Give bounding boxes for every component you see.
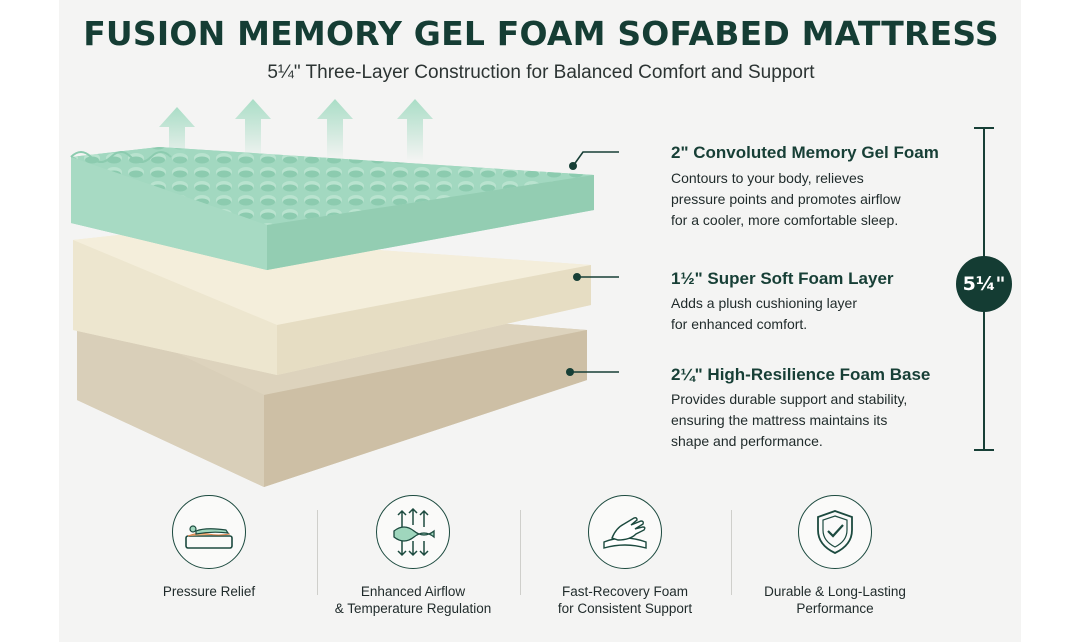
feature-divider: [731, 510, 732, 595]
layer-1-label: 2" Convoluted Memory Gel Foam: [671, 143, 939, 162]
callout-leaders: [566, 151, 619, 376]
layer-1-description: Contours to your body, relieves pressure…: [671, 170, 901, 228]
product-infographic: FUSION MEMORY GEL FOAM SOFABED MATTRESS …: [59, 0, 1021, 642]
airflow-arrows: [159, 99, 433, 165]
feature-fast-recovery: Fast-Recovery Foam for Consistent Suppor…: [525, 495, 725, 617]
feature-row: Pressure Relief Enhanced Airflow &: [59, 495, 1021, 625]
layer-3-label: 2¼" High-Resilience Foam Base: [671, 365, 931, 384]
layer-3-description: Provides durable support and stability, …: [671, 391, 908, 449]
soft-foam-layer: [73, 233, 591, 375]
gel-foam-layer: [70, 147, 594, 270]
page-title: FUSION MEMORY GEL FOAM SOFABED MATTRESS: [83, 14, 999, 53]
feature-pressure-relief: Pressure Relief: [109, 495, 309, 600]
pressure-relief-icon: [172, 495, 246, 569]
feature-label: Pressure Relief: [162, 584, 256, 599]
feature-label: Enhanced Airflow & Temperature Regulatio…: [334, 584, 492, 616]
layer-2-label: 1½" Super Soft Foam Layer: [671, 269, 894, 288]
total-thickness-badge: 5¼": [956, 256, 1012, 312]
hand-press-icon: [588, 495, 662, 569]
feature-divider: [520, 510, 521, 595]
page-subtitle: 5¼" Three-Layer Construction for Balance…: [267, 62, 815, 83]
layer-2-description: Adds a plush cushioning layer for enhanc…: [671, 295, 858, 332]
feature-label: Durable & Long-Lasting Performance: [764, 584, 906, 616]
feature-label: Fast-Recovery Foam for Consistent Suppor…: [557, 584, 693, 616]
shield-check-icon: [798, 495, 872, 569]
feature-airflow: Enhanced Airflow & Temperature Regulatio…: [313, 495, 513, 617]
mattress-layers-illustration: [70, 99, 619, 487]
feature-divider: [317, 510, 318, 595]
feature-durable: Durable & Long-Lasting Performance: [735, 495, 935, 617]
airflow-icon: [376, 495, 450, 569]
